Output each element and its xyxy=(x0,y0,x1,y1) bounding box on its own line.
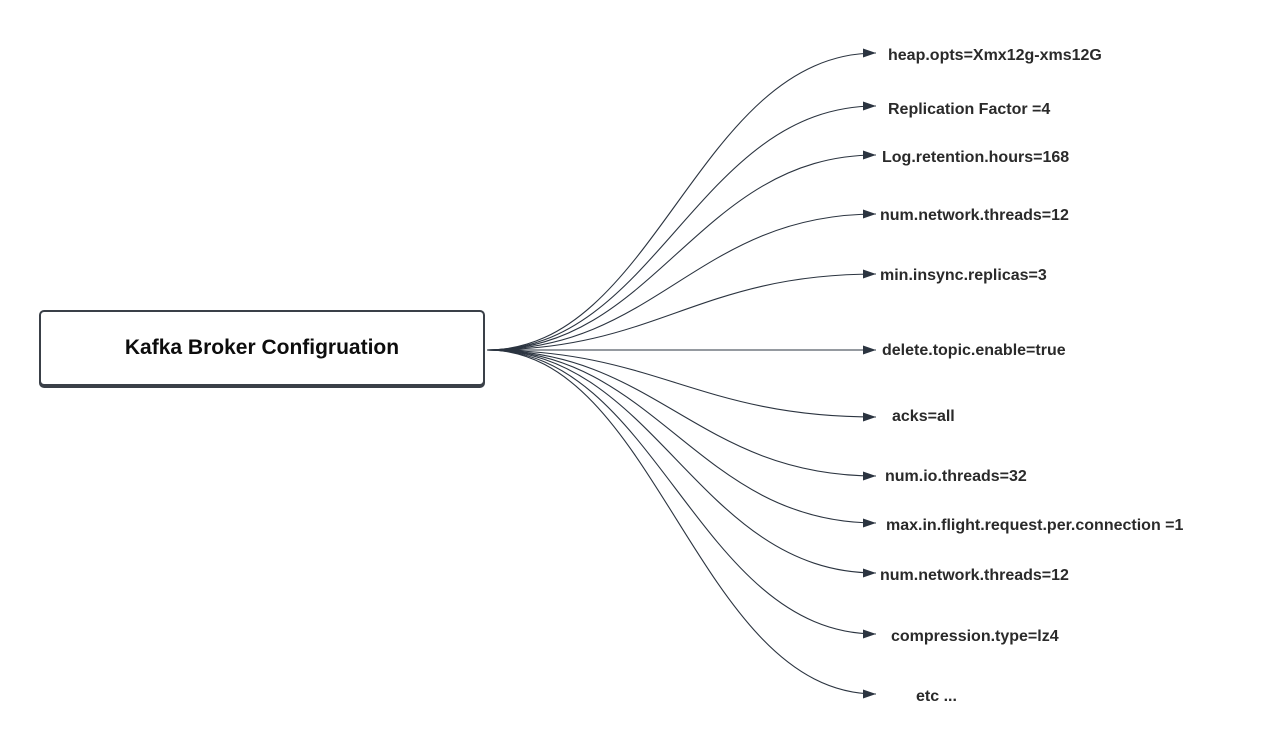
leaf-label-replication-factor: Replication Factor =4 xyxy=(888,101,1051,118)
leaf-label-num-network-threads: num.network.threads=12 xyxy=(880,207,1069,224)
leaf-label-num-io-threads: num.io.threads=32 xyxy=(885,468,1027,485)
connector-edge xyxy=(486,349,877,418)
arrowheads xyxy=(863,48,876,699)
leaf-label-log-retention-hours: Log.retention.hours=168 xyxy=(882,149,1070,166)
connector-edges xyxy=(486,52,877,695)
arrowhead xyxy=(863,518,876,528)
arrowhead xyxy=(863,345,876,355)
arrowhead xyxy=(863,101,876,111)
arrowhead xyxy=(863,48,876,58)
leaf-label-max-in-flight-request: max.in.flight.request.per.connection =1 xyxy=(886,517,1184,534)
leaf-label-etc: etc ... xyxy=(916,688,957,705)
connector-edge xyxy=(486,349,877,635)
connector-edge xyxy=(486,105,877,351)
connector-edge xyxy=(486,213,877,351)
leaf-label-acks: acks=all xyxy=(892,408,955,425)
leaf-label-num-network-threads-2: num.network.threads=12 xyxy=(880,567,1069,584)
root-node-label: Kafka Broker Configruation xyxy=(124,336,400,359)
connector-edge xyxy=(486,349,877,695)
connector-edge xyxy=(486,273,877,351)
arrowhead xyxy=(863,150,876,160)
connector-edge xyxy=(486,154,877,351)
root-node-box[interactable]: Kafka Broker Configruation xyxy=(39,310,485,386)
arrowhead xyxy=(863,629,876,639)
arrowhead xyxy=(863,269,876,279)
leaf-label-heap-opts: heap.opts=Xmx12g-xms12G xyxy=(888,47,1102,64)
arrowhead xyxy=(863,412,876,422)
connector-edge xyxy=(486,52,877,351)
arrowhead xyxy=(863,689,876,699)
arrowhead xyxy=(863,209,876,219)
leaf-label-delete-topic-enable: delete.topic.enable=true xyxy=(882,342,1066,359)
arrowhead xyxy=(863,568,876,578)
arrowhead xyxy=(863,471,876,481)
leaf-label-compression-type: compression.type=lz4 xyxy=(891,628,1059,645)
connector-edge xyxy=(486,349,877,524)
connector-edge xyxy=(486,349,877,574)
leaf-label-min-insync-replicas: min.insync.replicas=3 xyxy=(880,267,1047,284)
connector-edge xyxy=(486,349,877,477)
